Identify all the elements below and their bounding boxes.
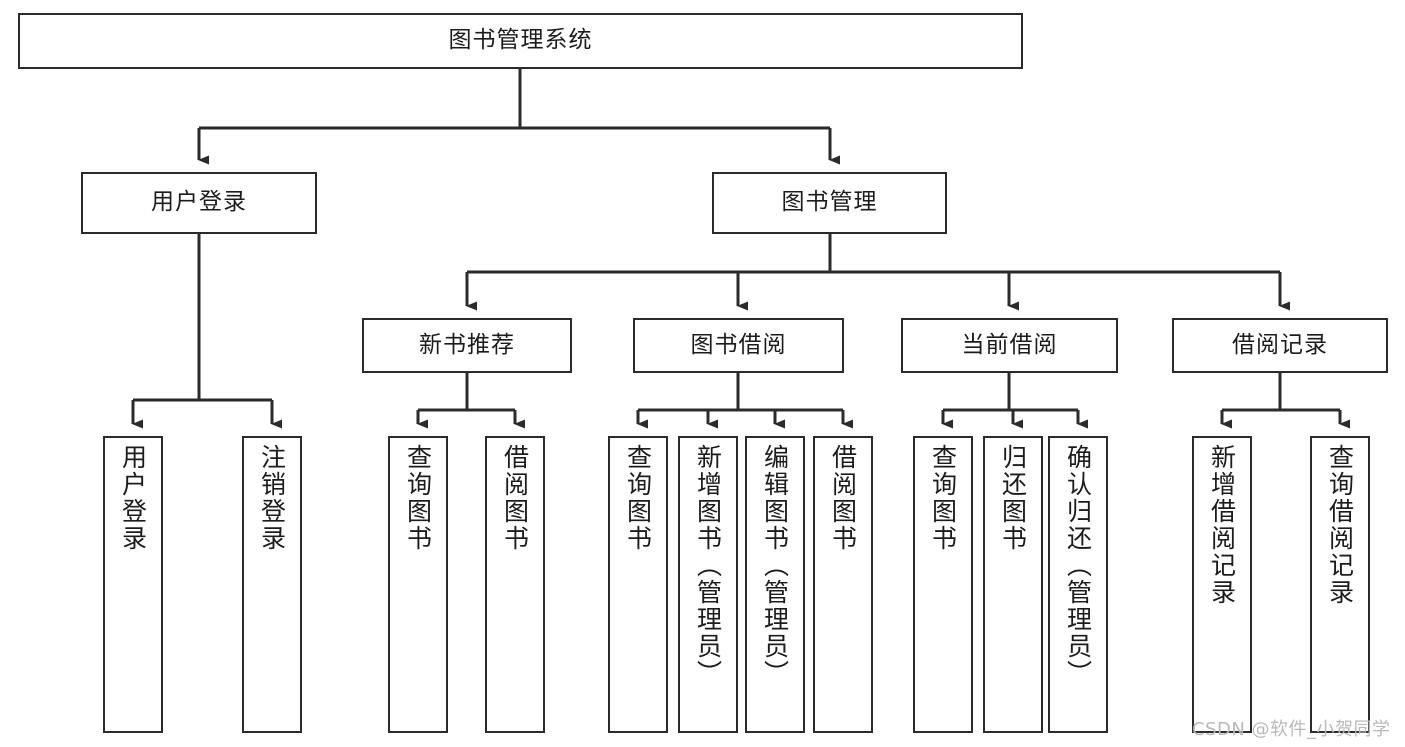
node-current-borrow[interactable]: 当前借阅 <box>901 318 1118 373</box>
node-label: 图书借阅 <box>690 331 787 358</box>
node-label: 归还图书 <box>998 444 1028 552</box>
node-label: 图书管理系统 <box>448 27 593 54</box>
leaf-return-book[interactable]: 归还图书 <box>983 436 1043 733</box>
node-label: 新增借阅记录 <box>1207 444 1237 606</box>
node-label: 图书管理 <box>781 189 878 216</box>
node-label: 借阅图书 <box>500 444 530 552</box>
node-user-login[interactable]: 用户登录 <box>81 172 317 234</box>
node-label: 注销登录 <box>257 444 287 552</box>
node-label: 查询图书 <box>623 444 653 552</box>
node-root[interactable]: 图书管理系统 <box>18 13 1023 69</box>
node-book-management[interactable]: 图书管理 <box>712 172 947 234</box>
leaf-borrow-book-recommend[interactable]: 借阅图书 <box>485 436 545 733</box>
leaf-confirm-return-admin[interactable]: 确认归还（管理员） <box>1048 436 1108 733</box>
leaf-query-book-borrow[interactable]: 查询图书 <box>608 436 668 733</box>
node-borrow-record[interactable]: 借阅记录 <box>1172 318 1388 373</box>
leaf-user-login[interactable]: 用户登录 <box>103 436 163 733</box>
leaf-query-book-recommend[interactable]: 查询图书 <box>388 436 448 733</box>
node-label: 编辑图书（管理员） <box>760 444 790 687</box>
node-label: 新增图书（管理员） <box>693 444 723 687</box>
leaf-edit-book-admin[interactable]: 编辑图书（管理员） <box>745 436 805 733</box>
leaf-query-book-current[interactable]: 查询图书 <box>913 436 973 733</box>
node-label: 借阅图书 <box>828 444 858 552</box>
leaf-query-borrow-record[interactable]: 查询借阅记录 <box>1310 436 1370 733</box>
node-label: 用户登录 <box>151 189 247 216</box>
node-label: 用户登录 <box>118 444 148 552</box>
node-label: 当前借阅 <box>961 331 1058 358</box>
leaf-logout[interactable]: 注销登录 <box>242 436 302 733</box>
node-new-book-recommend[interactable]: 新书推荐 <box>362 318 572 373</box>
leaf-borrow-book[interactable]: 借阅图书 <box>813 436 873 733</box>
watermark: CSDN @软件_小贺同学 <box>1192 719 1391 740</box>
node-label: 新书推荐 <box>419 331 515 358</box>
node-book-borrow[interactable]: 图书借阅 <box>633 318 844 373</box>
node-label: 查询图书 <box>928 444 958 552</box>
node-label: 查询图书 <box>403 444 433 552</box>
leaf-add-borrow-record[interactable]: 新增借阅记录 <box>1192 436 1252 733</box>
node-label: 借阅记录 <box>1232 331 1328 358</box>
node-label: 确认归还（管理员） <box>1063 444 1093 687</box>
leaf-add-book-admin[interactable]: 新增图书（管理员） <box>678 436 738 733</box>
node-label: 查询借阅记录 <box>1325 444 1355 606</box>
